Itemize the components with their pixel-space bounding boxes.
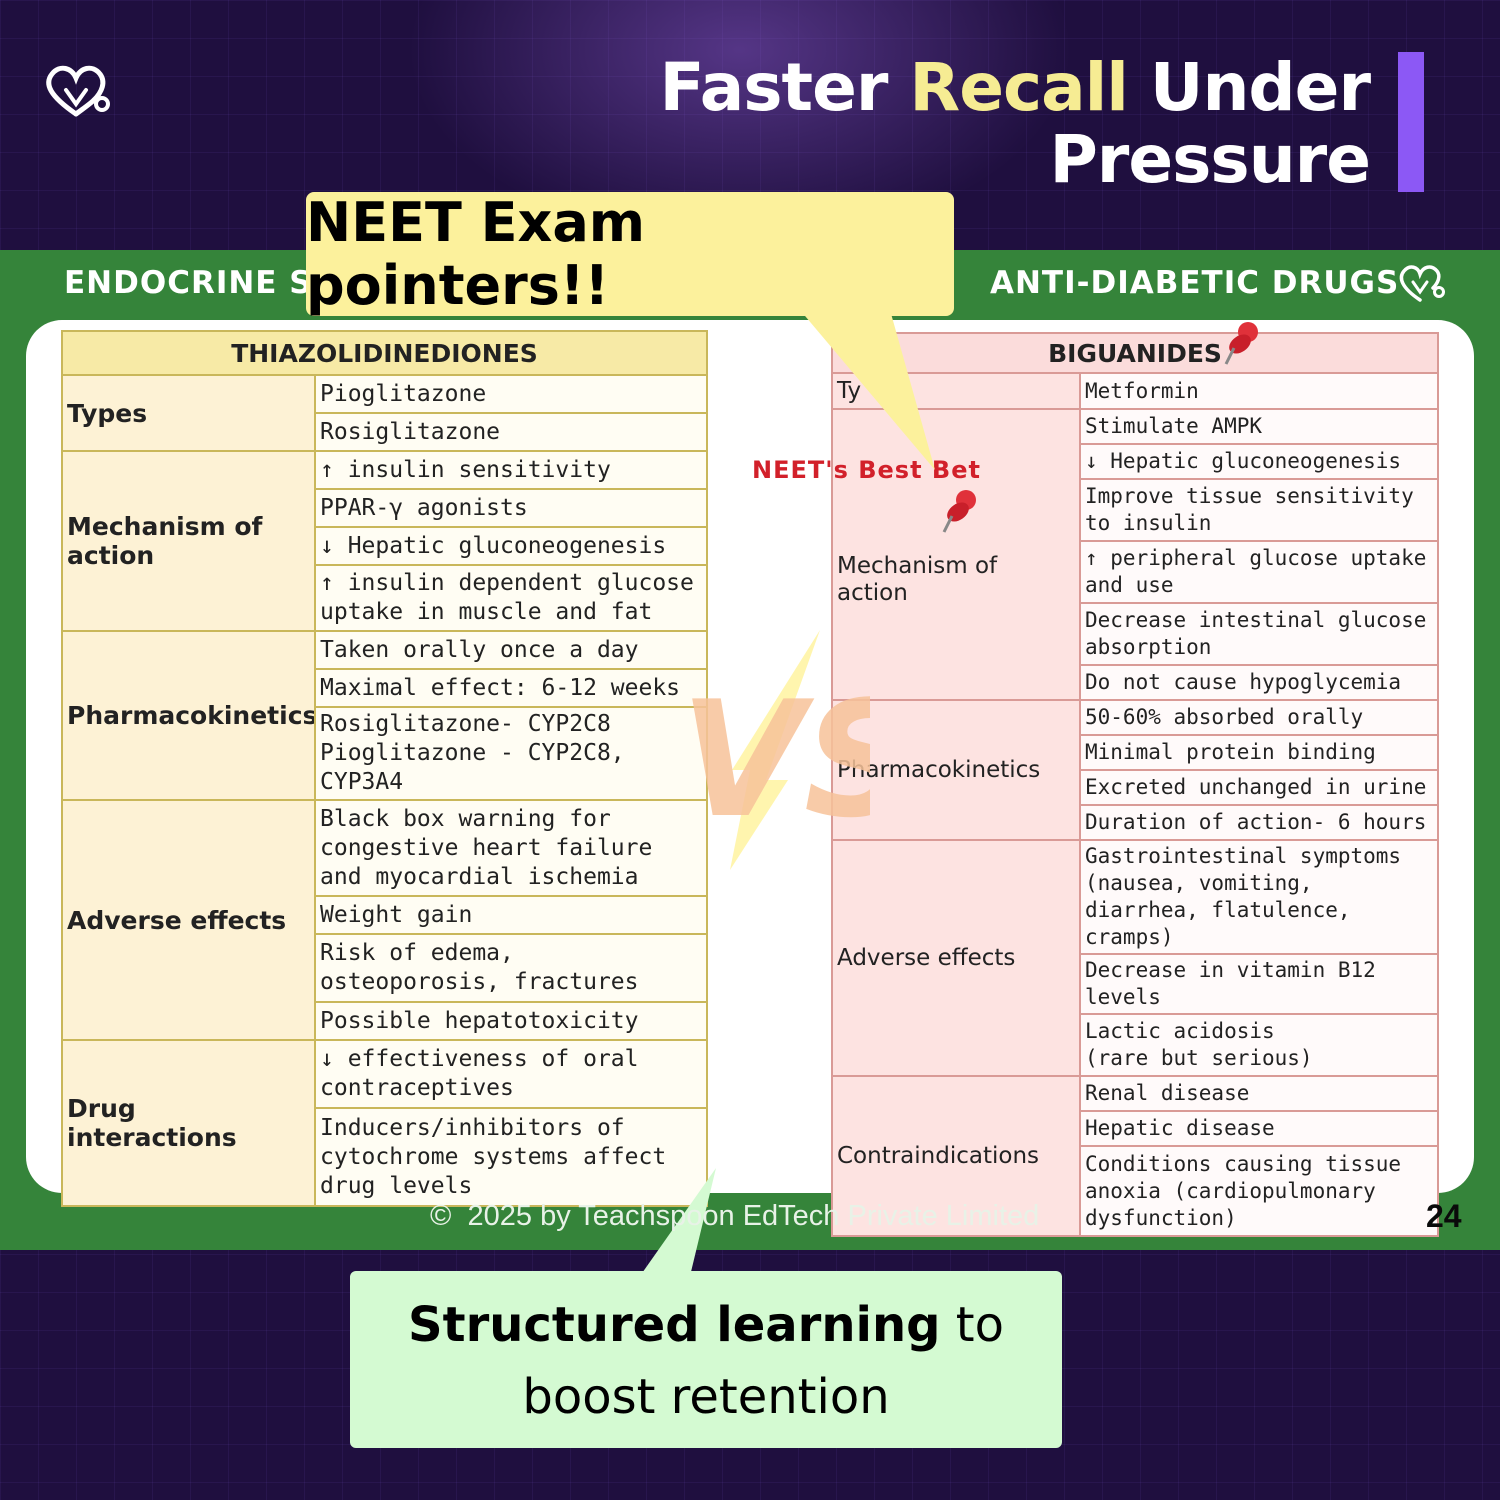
table-cell: Decrease in vitamin B12 levels: [1078, 953, 1440, 1015]
table-cell: Duration of action- 6 hours: [1078, 804, 1440, 841]
table-cell: Weight gain: [313, 895, 709, 935]
vs-graphic: VS: [680, 630, 870, 870]
row-label-types: Ty: [831, 372, 1081, 410]
table-cell: Improve tissue sensitivity to insulin: [1078, 478, 1440, 542]
page-headline: Faster Recall Under Pressure: [550, 49, 1371, 198]
table-cell: ↓ Hepatic gluconeogenesis: [1078, 443, 1440, 480]
table-cell: Inducers/inhibitors of cytochrome system…: [313, 1107, 709, 1207]
band-left-title: ENDOCRINE S: [64, 265, 313, 301]
pushpin-icon: [1224, 322, 1258, 365]
table-cell: Rosiglitazone: [313, 412, 709, 452]
row-label-mechanism: Mechanism of action: [61, 450, 316, 632]
row-label-text: Mechanism of action: [837, 552, 998, 606]
row-label-pharmacokinetics: Pharmacokinetics: [61, 630, 316, 801]
table-cell: Conditions causing tissue anoxia (cardio…: [1078, 1145, 1440, 1237]
table-cell: Risk of edema, osteoporosis, fractures: [313, 933, 709, 1003]
heart-stethoscope-icon: [1399, 265, 1445, 302]
table-cell: ↑ insulin sensitivity: [313, 450, 709, 490]
table-title: BIGUANIDES: [830, 332, 1440, 374]
row-label-contraindications: Contraindications: [831, 1075, 1081, 1237]
table-title: THIAZOLIDINEDIONES: [60, 330, 709, 376]
table-cell: Maximal effect: 6-12 weeks: [313, 668, 709, 708]
cell-line: Rosiglitazone- CYP2C8: [320, 711, 611, 737]
table-cell: Black box warning for congestive heart f…: [313, 799, 709, 897]
headline-part2: Under: [1127, 49, 1371, 126]
table-cell: Do not cause hypoglycemia: [1078, 664, 1440, 701]
vs-mark: VS: [680, 666, 870, 853]
copyright-text: 2025 by Teachspoon EdTech Private Limite…: [467, 1200, 1040, 1232]
callout-text: to: [940, 1297, 1004, 1353]
table-cell: Renal disease: [1078, 1075, 1440, 1112]
table-cell: Excreted unchanged in urine: [1078, 769, 1440, 806]
page-number: 24: [1426, 1198, 1462, 1234]
cell-line: Pioglitazone - CYP2C8, CYP3A4: [320, 740, 625, 795]
table-cell: Gastrointestinal symptoms (nausea, vomit…: [1078, 839, 1440, 955]
table-cell: ↓ effectiveness of oral contraceptives: [313, 1039, 709, 1109]
table-cell: Stimulate AMPK: [1078, 408, 1440, 445]
pushpin-icon: [942, 490, 976, 533]
table-cell: ↑ insulin dependent glucose uptake in mu…: [313, 564, 709, 632]
headline-part1: Faster: [659, 49, 910, 126]
neet-best-bet-label: NEET's Best Bet: [752, 456, 981, 484]
table-cell: Taken orally once a day: [313, 630, 709, 670]
row-label-drug-interactions: Drug interactions: [61, 1039, 316, 1207]
table-cell: ↑ peripheral glucose uptake and use: [1078, 540, 1440, 604]
heart-stethoscope-icon: [46, 65, 110, 117]
table-cell: 50-60% absorbed orally: [1078, 699, 1440, 736]
row-label-adverse-effects: Adverse effects: [61, 799, 316, 1041]
callout-bold-text: Structured learning: [408, 1297, 941, 1353]
headline-line2: Pressure: [1049, 121, 1371, 198]
table-cell: ↓ Hepatic gluconeogenesis: [313, 526, 709, 566]
table-cell: Minimal protein binding: [1078, 734, 1440, 771]
table-cell: PPAR-γ agonists: [313, 488, 709, 528]
table-cell: Pioglitazone: [313, 374, 709, 414]
copyright-icon: ©: [430, 1200, 452, 1232]
structured-learning-callout: Structured learning to boost retention: [350, 1271, 1062, 1448]
neet-pointers-callout: NEET Exam pointers!!: [306, 191, 954, 317]
table-cell: Possible hepatotoxicity: [313, 1001, 709, 1041]
copyright-footer: © 2025 by Teachspoon EdTech Private Limi…: [430, 1200, 1039, 1233]
headline-highlight: Recall: [909, 49, 1128, 126]
row-label-types: Types: [61, 374, 316, 452]
cell-line: (rare but serious): [1085, 1046, 1313, 1070]
cell-line: Lactic acidosis: [1085, 1019, 1275, 1043]
band-right-title: ANTI-DIABETIC DRUGS: [990, 265, 1400, 301]
table-cell: Lactic acidosis (rare but serious): [1078, 1013, 1440, 1077]
row-label-pharmacokinetics: Pharmacokinetics: [831, 699, 1081, 841]
table-cell: Decrease intestinal glucose absorption: [1078, 602, 1440, 666]
table-cell: Hepatic disease: [1078, 1110, 1440, 1147]
row-label-adverse-effects: Adverse effects: [831, 839, 1081, 1077]
callout-line2: boost retention: [522, 1369, 890, 1425]
table-cell: Metformin: [1078, 372, 1440, 410]
accent-bar: [1398, 52, 1424, 192]
